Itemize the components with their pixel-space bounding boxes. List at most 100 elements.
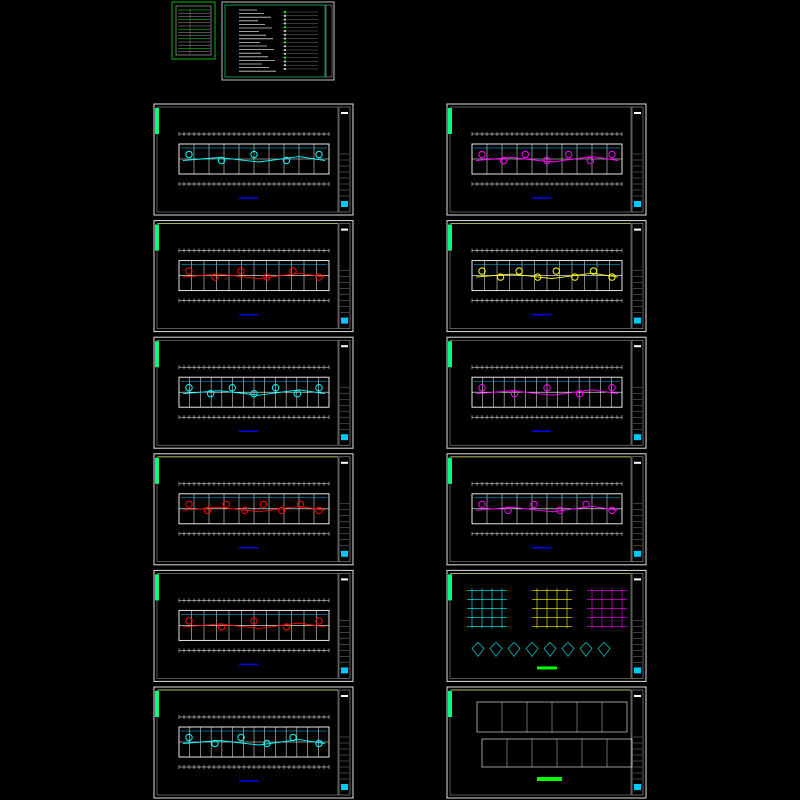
- fixture-symbol: [608, 384, 616, 392]
- title-block-logo: [634, 461, 641, 464]
- pipe-run: [182, 739, 326, 746]
- fixture-symbol: [185, 150, 193, 159]
- legend-symbol: [284, 18, 286, 21]
- fixture-symbol: [237, 267, 245, 275]
- fixture-symbol: [185, 384, 193, 392]
- legend-symbol: [284, 56, 286, 59]
- binding-strip: [155, 574, 159, 601]
- fixture-symbol: [211, 273, 219, 281]
- legend-symbol: [284, 45, 286, 48]
- fixture-symbol: [521, 150, 530, 159]
- fixture-detail: [543, 641, 557, 657]
- title-block-number: [634, 201, 641, 207]
- fixture-symbol: [296, 500, 305, 508]
- fixture-symbol: [496, 273, 505, 281]
- fixture-symbol: [222, 500, 230, 508]
- title-block-number: [341, 784, 348, 790]
- cover-sheets: [171, 1, 335, 81]
- fixture-symbol: [543, 156, 551, 165]
- design-notes-sheet: [221, 1, 335, 81]
- inner-frame: [156, 456, 339, 563]
- title-block-logo: [341, 578, 348, 581]
- title-block: [338, 223, 351, 329]
- binding-strip: [155, 341, 159, 368]
- fixture-symbol: [282, 156, 291, 165]
- fixture-symbol: [217, 623, 226, 631]
- fixture-symbol: [515, 267, 523, 275]
- fixture-symbol: [530, 500, 538, 508]
- fixture-symbol: [185, 267, 193, 275]
- fixture-detail: [561, 641, 575, 657]
- fixture-symbol: [259, 500, 267, 508]
- binding-strip: [448, 108, 452, 134]
- inner-frame: [449, 339, 632, 446]
- fixture-detail: [579, 641, 593, 657]
- title-block-number: [634, 317, 641, 324]
- legend-symbol: [284, 60, 286, 63]
- fixture-symbol: [217, 156, 226, 165]
- title-block: [338, 689, 351, 796]
- legend-symbol: [284, 49, 286, 51]
- fixture-symbol: [185, 617, 193, 625]
- title-block-logo: [341, 345, 348, 348]
- fixture-symbol: [250, 390, 258, 398]
- fixture-symbol: [478, 150, 486, 159]
- inner-frame: [156, 573, 339, 679]
- title-block: [338, 339, 351, 446]
- inner-frame: [449, 573, 632, 679]
- drawing-sheets: [153, 103, 647, 799]
- title-block-logo: [341, 461, 348, 464]
- drawing-sheet: [446, 569, 647, 682]
- fixture-symbol: [228, 384, 237, 392]
- binding-strip: [155, 457, 159, 484]
- drawing-title-bar: [537, 666, 557, 670]
- fixture-symbol: [575, 390, 584, 398]
- fixture-symbol: [315, 617, 323, 625]
- fixture-symbol: [478, 267, 486, 275]
- fixture-symbol: [250, 150, 258, 159]
- title-block: [631, 456, 644, 563]
- fixture-symbol: [478, 500, 486, 508]
- title-block-logo: [341, 228, 348, 231]
- fixture-symbol: [608, 150, 616, 159]
- binding-strip: [448, 224, 452, 251]
- inner-frame: [449, 223, 632, 329]
- title-block: [338, 573, 351, 679]
- fixture-symbol: [203, 506, 212, 514]
- sheet-frame: [221, 1, 335, 81]
- fixture-symbol: [271, 384, 280, 392]
- pipe-run: [182, 272, 326, 280]
- drawing-sheet: [153, 569, 354, 682]
- title-block-number: [634, 667, 641, 674]
- title-block-logo: [341, 695, 348, 697]
- title-block-number: [341, 317, 348, 324]
- fixture-symbol: [564, 150, 573, 159]
- pipe-run: [182, 156, 326, 163]
- drawing-sheet: [153, 453, 354, 566]
- title-block-number: [634, 434, 641, 441]
- fixture-symbol: [315, 384, 323, 392]
- drawing-sheet: [153, 103, 354, 216]
- legend-symbol: [284, 33, 286, 36]
- title-block: [325, 4, 333, 78]
- binding-strip: [448, 574, 452, 601]
- inner-frame: [224, 4, 326, 78]
- fixture-symbol: [543, 384, 551, 392]
- drawing-sheet: [446, 453, 647, 566]
- fixture-symbol: [315, 150, 323, 159]
- binding-strip: [155, 108, 159, 134]
- fixture-symbol: [185, 733, 193, 742]
- title-block-number: [634, 784, 641, 790]
- title-block: [631, 106, 644, 213]
- drawing-sheet: [446, 336, 647, 449]
- fixture-symbol: [571, 273, 579, 281]
- legend-symbol: [284, 26, 286, 29]
- fixture-symbol: [250, 617, 258, 625]
- fixture-symbol: [552, 267, 560, 275]
- title-block-number: [341, 550, 348, 557]
- sheet-frame: [171, 1, 216, 60]
- title-block-logo: [634, 345, 641, 348]
- binding-strip: [155, 691, 159, 717]
- inner-frame: [156, 689, 339, 796]
